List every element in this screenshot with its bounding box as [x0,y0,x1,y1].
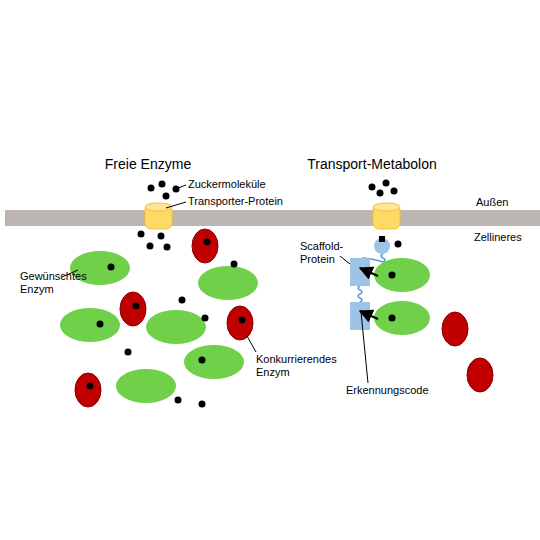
sugar-molecule [199,401,206,408]
desired-enzyme [374,258,430,292]
sugar-molecule [377,190,384,197]
callout-label: Gewünschtes Enzym [20,270,95,296]
sugar-molecule [231,261,238,268]
sugar-molecule [389,315,396,322]
leader-line [166,202,186,208]
sugar-molecule [163,193,170,200]
section-title: Freie Enzyme [105,156,191,173]
sugar-molecule [87,383,94,390]
desired-enzyme [374,301,430,335]
section-title: Transport-Metabolon [307,156,436,173]
callout-label: Konkurrierendes Enzym [256,353,351,379]
sugar-molecule [391,188,398,195]
sugar-molecule [133,303,140,310]
sugar-molecule [173,186,180,193]
sugar-molecule [383,180,390,187]
sugar-molecule [199,357,206,364]
sugar-molecule [164,244,171,251]
transporter-top [373,203,400,211]
sugar-molecule [125,349,132,356]
sugar-molecule [369,184,376,191]
sugar-molecule [389,272,396,279]
leader-line [178,185,186,188]
sugar-molecule [204,239,211,246]
sugar-molecule [179,297,186,304]
scaffold-anchor [379,236,385,242]
sugar-molecule [158,233,165,240]
desired-enzyme [184,345,244,379]
competing-enzyme [120,292,146,326]
recognition-arrow [360,268,378,276]
sugar-molecule [175,397,182,404]
sugar-molecule [97,321,104,328]
desired-enzyme [198,266,258,300]
leader-line [361,312,368,383]
callout-label: Zellineres [474,231,522,244]
sugar-molecule [108,264,115,271]
sugar-molecule [239,317,246,324]
competing-enzyme [467,358,493,392]
sugar-molecule [395,241,402,248]
competing-enzyme [75,373,101,407]
desired-enzyme [116,369,176,403]
recognition-arrow [360,311,378,319]
callout-label: Außen [476,196,508,209]
scaffold-domain [350,302,370,330]
leader-line [340,256,350,264]
competing-enzymes [75,229,493,407]
transporter-protein [373,204,400,229]
callout-label: Zuckermoleküle [188,178,266,191]
sugar-molecule [159,181,166,188]
sugar-molecule [138,231,145,238]
callout-label: Scaffold-Protein [300,240,352,266]
competing-enzyme [227,306,253,340]
sugar-molecule [147,243,154,250]
callout-label: Erkennungscode [346,384,429,397]
scaffold-linker [358,286,362,302]
competing-enzyme [442,312,468,346]
desired-enzyme [60,308,120,342]
leader-lines [62,185,368,383]
sugar-molecule [202,315,209,322]
desired-enzyme [146,310,206,344]
leader-line [247,336,256,352]
membrane [5,210,540,226]
callout-label: Transporter-Protein [188,195,283,208]
sugar-molecule [148,185,155,192]
competing-enzyme [192,229,218,263]
sugar-molecules [87,180,402,408]
